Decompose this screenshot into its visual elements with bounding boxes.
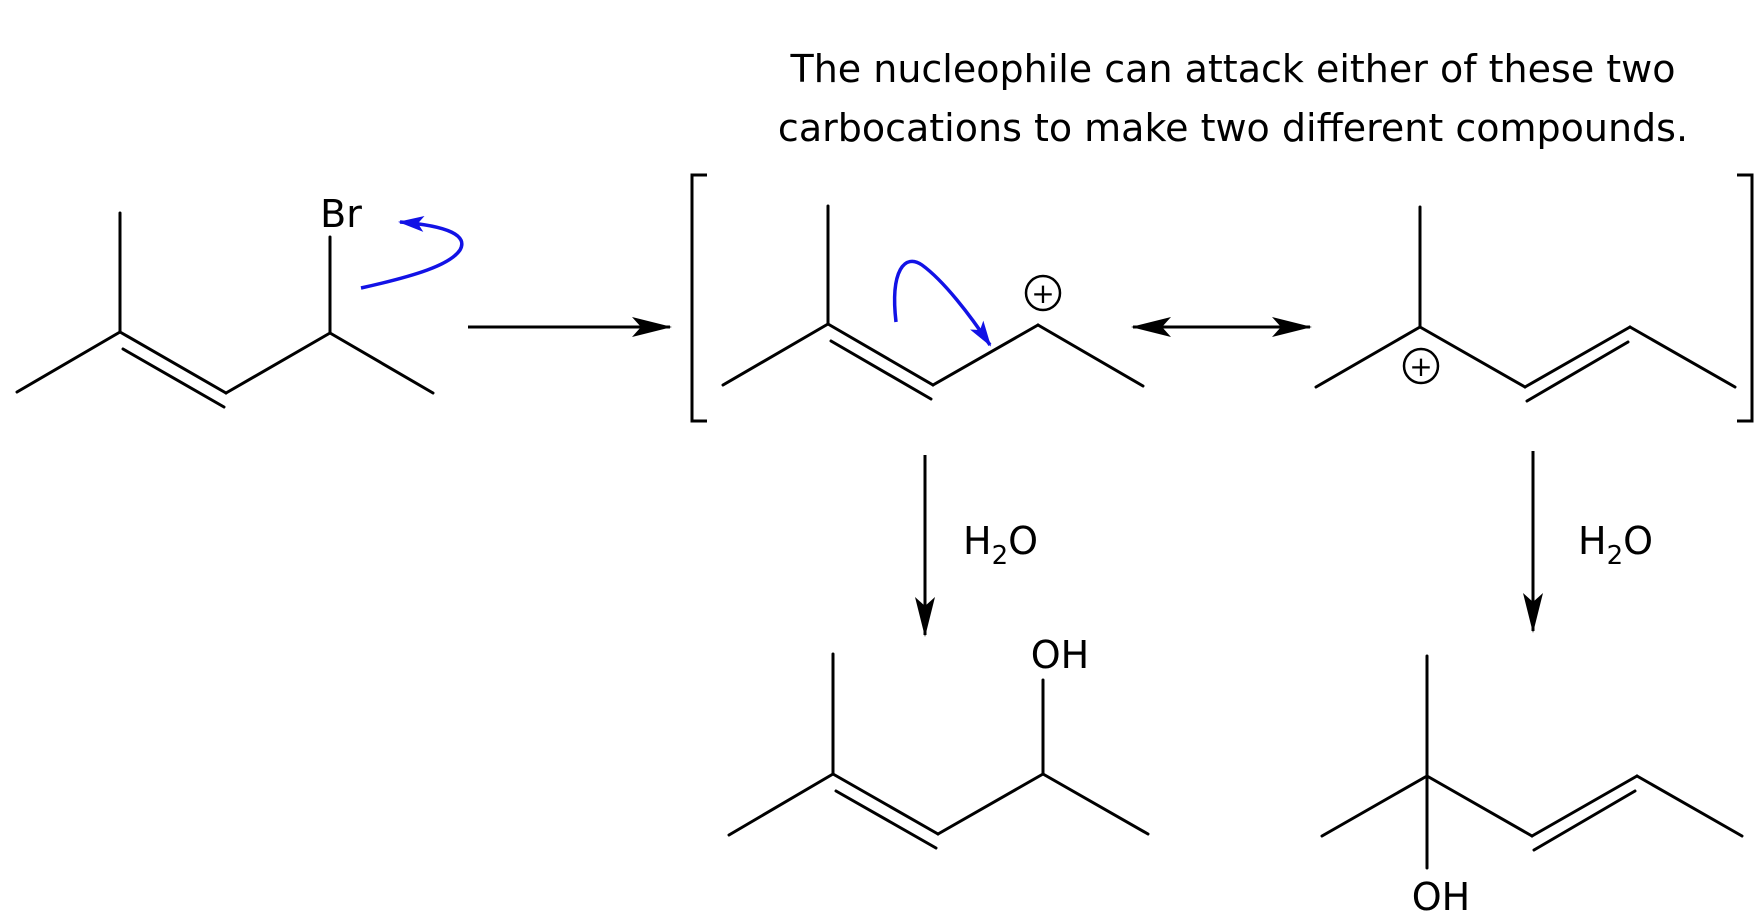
svg-text:+: +	[1409, 350, 1432, 383]
allylic-cation	[721, 204, 1145, 401]
hydroxyl-label-right: OH	[1412, 875, 1470, 919]
caption-line-1: The nucleophile can attack either of the…	[789, 47, 1675, 91]
charge-badge-tertiary: +	[1402, 347, 1440, 385]
product-tertiary-alcohol: OH	[1320, 654, 1744, 919]
reagent-water-left: H2O	[963, 519, 1038, 571]
caption-line-2: carbocations to make two different compo…	[778, 106, 1688, 150]
svg-text:+: +	[1031, 277, 1054, 310]
bromine-label: Br	[320, 192, 362, 236]
reagent-water-right: H2O	[1578, 519, 1653, 571]
curved-arrow-icon	[360, 215, 464, 290]
tertiary-cation	[1314, 205, 1737, 403]
product-secondary-alcohol: OH	[727, 633, 1150, 850]
hydroxyl-label-left: OH	[1031, 633, 1089, 677]
left-bracket	[690, 173, 707, 423]
curved-arrow-icon	[893, 259, 992, 347]
charge-badge-allylic: +	[1024, 274, 1062, 312]
right-bracket	[1737, 173, 1754, 423]
starting-material: Br	[15, 192, 435, 409]
